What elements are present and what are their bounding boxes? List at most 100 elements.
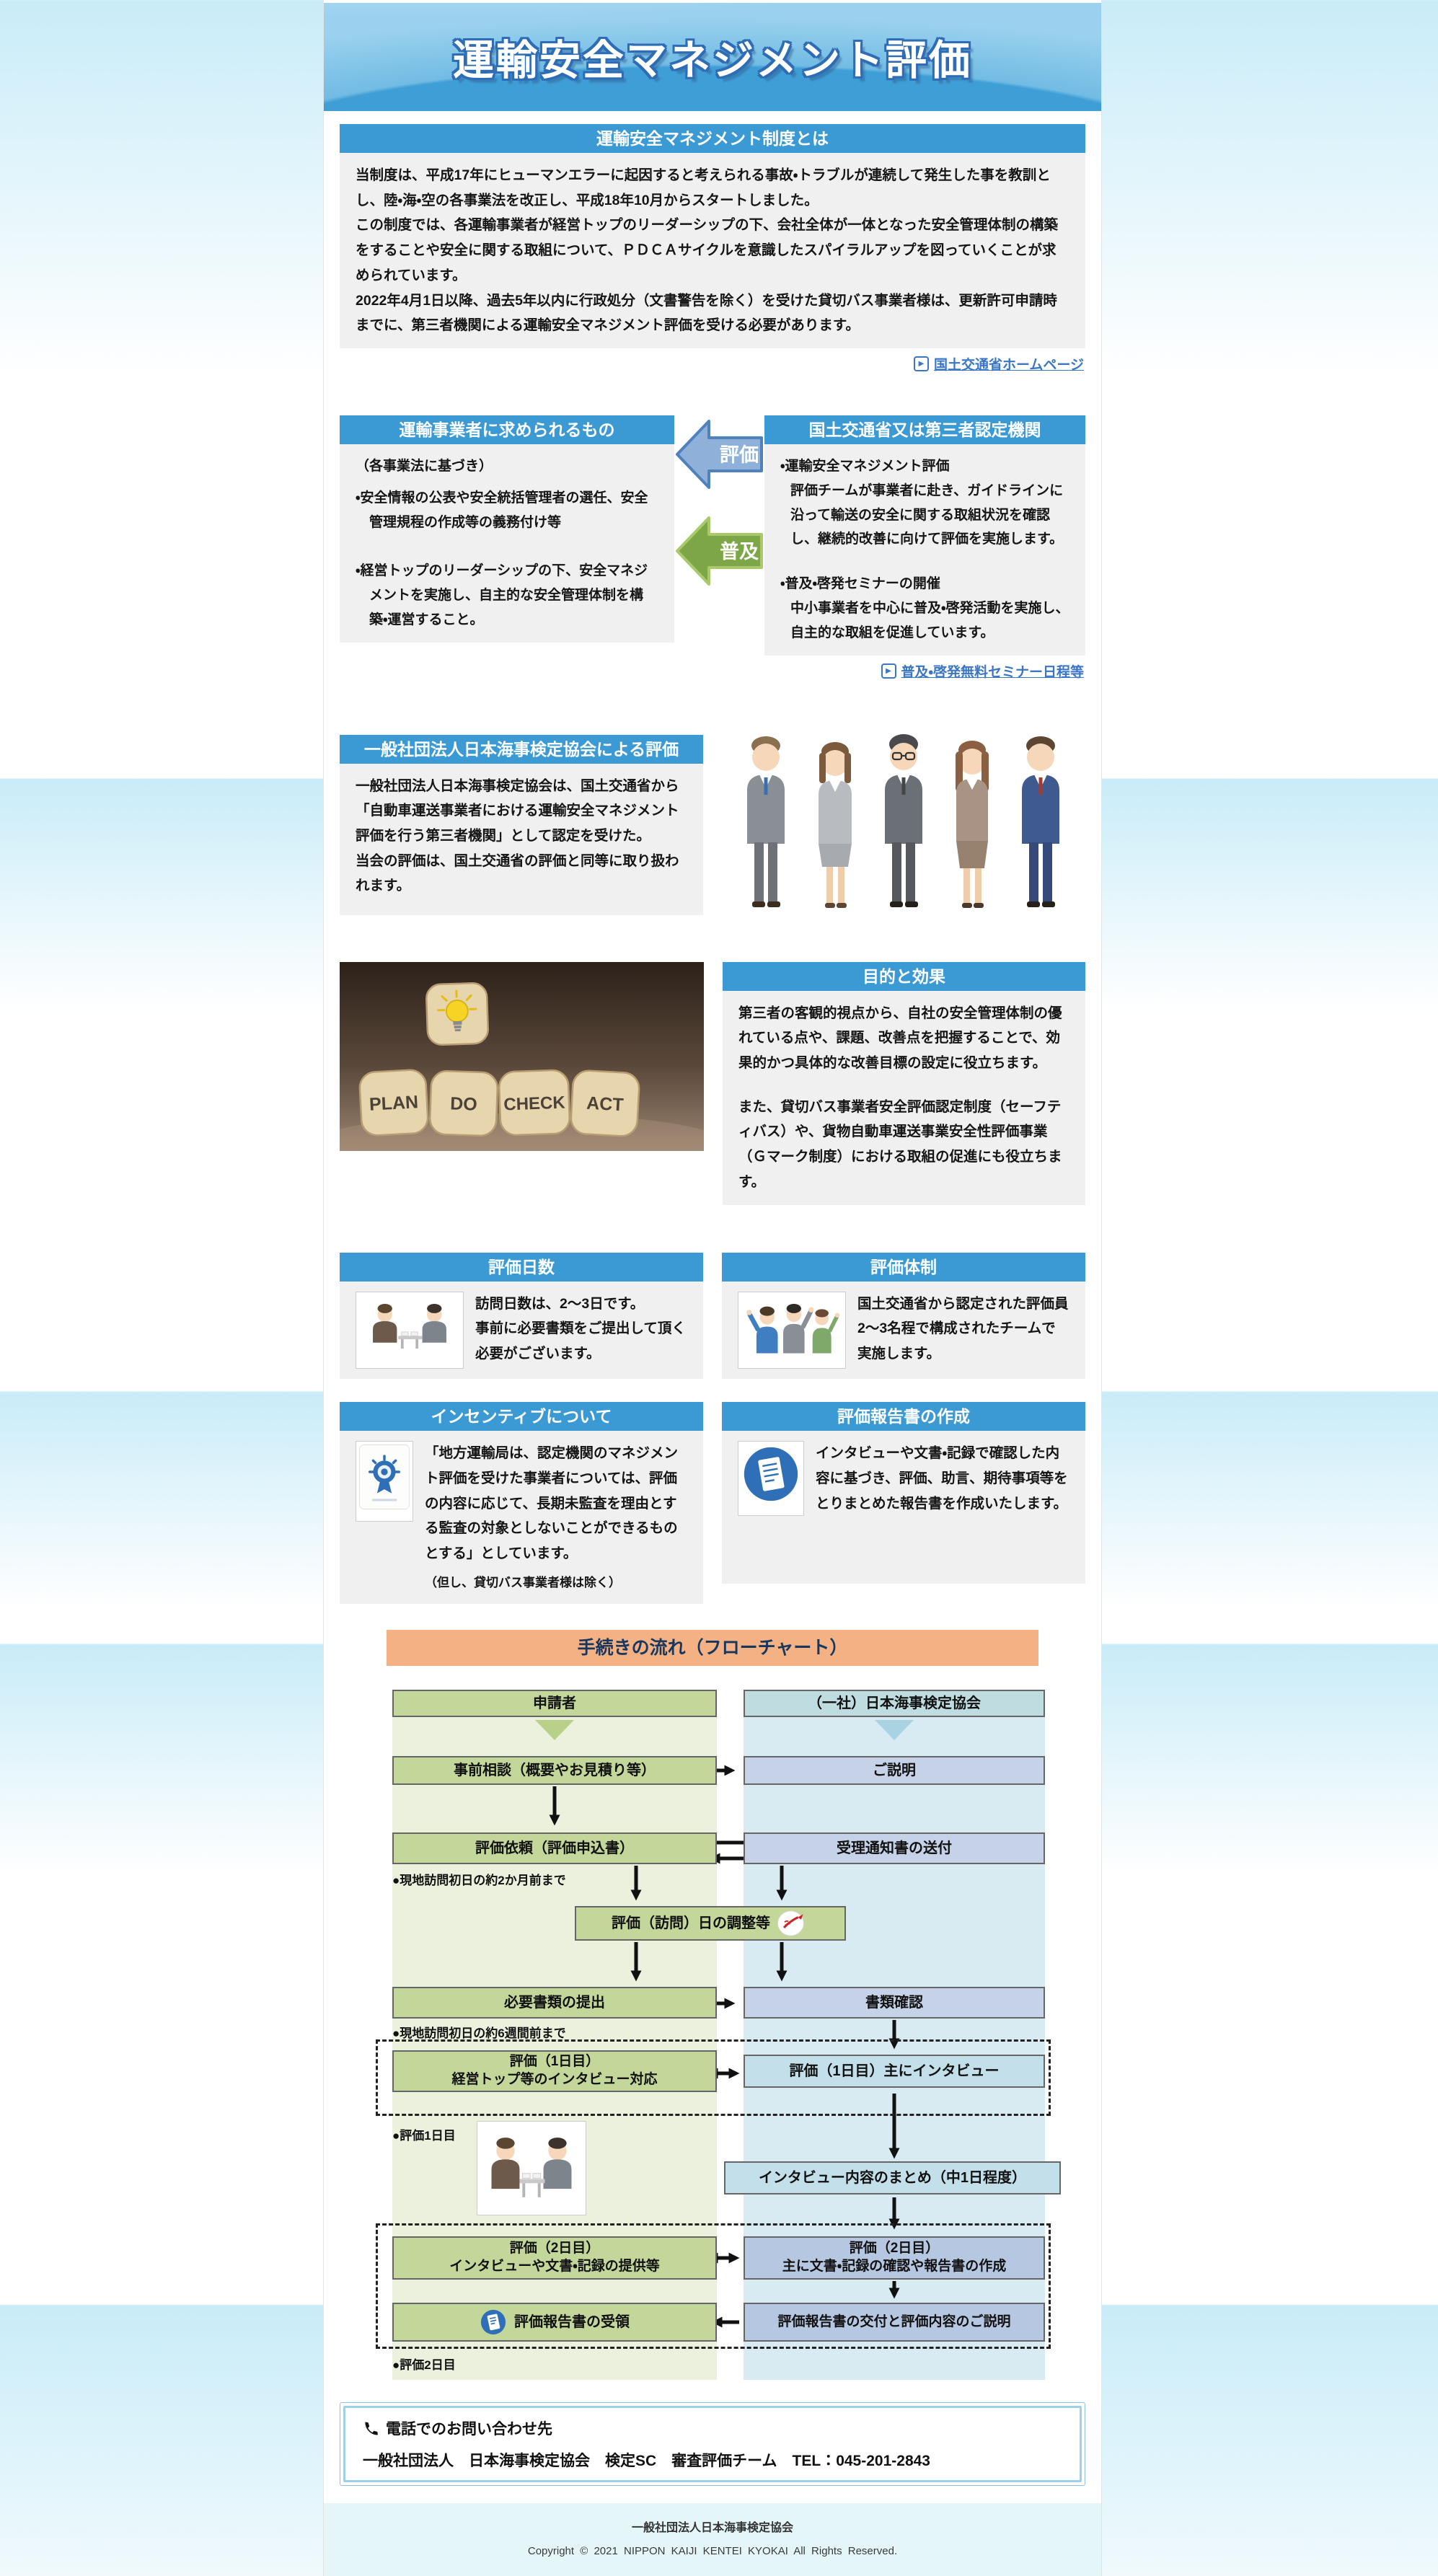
- section-authority-body: ・運輸安全マネジメント評価 評価チームが事業者に赴き、ガイドラインに沿って輸送の…: [764, 444, 1085, 656]
- section-nkkk-body: 一般社団法人日本海事検定協会は、国土交通省から「自動車運送事業者における運輸安全…: [340, 764, 703, 915]
- section-report: 評価報告書の作成: [722, 1402, 1085, 1604]
- receive-document-icon: [480, 2308, 507, 2336]
- authority-item-body: 評価チームが事業者に赴き、ガイドラインに沿って輸送の安全に関する取組状況を確認し…: [780, 479, 1069, 552]
- pdca-block-label: PLAN: [369, 1092, 418, 1115]
- flow-box-day2-left-line2: インタビューや文書・記録の提供等: [449, 2258, 659, 2276]
- flowchart-body: 申請者 （一社）日本海事検定協会 事前相談（概要やお見積り等） ご説明 評価依頼…: [340, 1677, 1085, 2391]
- nkkk-row: 一般社団法人日本海事検定協会による評価 一般社団法人日本海事検定協会は、国土交通…: [340, 735, 1085, 919]
- section-required-body: （各事業法に基づき） ・安全情報の公表や安全統括管理者の選任、安全管理規程の作成…: [340, 444, 674, 643]
- authority-item-body: 中小事業者を中心に普及・啓発活動を実施し、自主的な取組を促進しています。: [780, 596, 1069, 645]
- section-purpose-heading: 目的と効果: [723, 962, 1085, 991]
- days-team-row: 評価日数 訪問日数は、2～3日: [340, 1253, 1085, 1380]
- days-text: 訪問日数は、2～3日です。 事前に必要書類をご提出して頂く必要がございます。: [475, 1292, 687, 1367]
- incentive-note: （但し、貸切バス事業者様は除く）: [425, 1572, 687, 1594]
- down-triangle-icon: [535, 1720, 574, 1740]
- flow-box-day1-right: 評価（1日目）主にインタビュー: [744, 2055, 1045, 2088]
- flow-note-day2: ●評価2日目: [392, 2355, 456, 2373]
- flow-box-day2-left: 評価（2日目） インタビューや文書・記録の提供等: [392, 2236, 717, 2280]
- incentive-text: 「地方運輸局は、認定機関のマネジメント評価を受けた事業者については、評価の内容に…: [425, 1441, 687, 1594]
- section-nkkk-heading: 一般社団法人日本海事検定協会による評価: [340, 735, 703, 764]
- flow-box-acceptance: 受理通知書の送付: [744, 1832, 1045, 1864]
- evaluation-arrow: 評価: [674, 415, 764, 493]
- page-title: 運輸安全マネジメント評価: [453, 27, 972, 87]
- section-team-heading: 評価体制: [722, 1253, 1085, 1282]
- flow-box-explain: ご説明: [744, 1756, 1045, 1785]
- external-link-icon: ▶: [914, 356, 929, 371]
- purpose-paragraph: また、貸切バス事業者安全評価認定制度（セーフティバス）や、貨物自動車運送事業安全…: [738, 1095, 1069, 1195]
- site-footer: 一般社団法人日本海事検定協会 Copyright © 2021 NIPPON K…: [324, 2503, 1101, 2576]
- flow-box-day1-left-line1: 評価（1日目）: [510, 2053, 600, 2071]
- roles-row: 運輸事業者に求められるもの （各事業法に基づき） ・安全情報の公表や安全統括管理…: [340, 415, 1085, 656]
- section-days-body: 訪問日数は、2～3日です。 事前に必要書類をご提出して頂く必要がございます。: [340, 1282, 703, 1380]
- purpose-row: PLAN DO CHECK ACT: [340, 962, 1085, 1205]
- certificate-badge-icon: [356, 1441, 413, 1522]
- flow-box-day1-left-line2: 経営トップ等のインタビュー対応: [451, 2071, 657, 2089]
- flow-box-summary: インタビュー内容のまとめ（中1日程度）: [724, 2161, 1061, 2195]
- evaluation-arrow-label: 評価: [720, 444, 759, 466]
- section-days: 評価日数 訪問日数は、2～3日: [340, 1253, 703, 1380]
- business-people-illustration: [721, 717, 1085, 919]
- flow-box-day2-left-line1: 評価（2日目）: [510, 2240, 600, 2258]
- flow-box-schedule: 評価（訪問）日の調整等: [575, 1906, 846, 1941]
- flow-note-two-months: ●現地訪問初日の約2か月前まで: [392, 1870, 566, 1888]
- section-purpose-body: 第三者の客観的視点から、自社の安全管理体制の優れている点や、課題、改善点を把握す…: [723, 991, 1085, 1205]
- section-incentive: インセンティブについて: [340, 1402, 703, 1604]
- spread-arrow-label: 普及: [720, 540, 759, 563]
- pdca-block-label: DO: [450, 1093, 477, 1114]
- incentive-body-text: 「地方運輸局は、認定機関のマネジメント評価を受けた事業者については、評価の内容に…: [425, 1445, 678, 1561]
- contact-box: 電話でのお問い合わせ先 一般社団法人 日本海事検定協会 検定SC 審査評価チーム…: [340, 2402, 1085, 2486]
- authority-item-title: ・普及・啓発セミナーの開催: [780, 576, 940, 591]
- flow-note-day1: ●評価1日目: [392, 2125, 456, 2143]
- about-paragraph: 当制度は、平成17年にヒューマンエラーに起因すると考えられる事故・トラブルが連続…: [356, 163, 1069, 213]
- section-incentive-body: 「地方運輸局は、認定機関のマネジメント評価を受けた事業者については、評価の内容に…: [340, 1431, 703, 1604]
- flow-box-receive: 評価報告書の受領: [392, 2303, 717, 2342]
- authority-item-title: ・運輸安全マネジメント評価: [780, 459, 949, 474]
- team-text: 国土交通省から認定された評価員2～3名程で構成されたチームで実施します。: [857, 1292, 1069, 1367]
- about-paragraph: この制度では、各運輸事業者が経営トップのリーダーシップの下、会社全体が一体となっ…: [356, 213, 1069, 288]
- required-item: ・経営トップのリーダーシップの下、安全マネジメントを実施し、自主的な安全管理体制…: [356, 559, 658, 632]
- about-paragraph: 2022年4月1日以降、過去5年以内に行政処分（文書警告を除く）を受けた貸切バス…: [356, 288, 1069, 338]
- required-item: ・安全情報の公表や安全統括管理者の選任、安全管理規程の作成等の義務付け等: [356, 486, 658, 535]
- spread-arrow: 普及: [674, 512, 764, 590]
- seminar-link-row: ▶ 普及・啓発無料セミナー日程等: [340, 661, 1084, 681]
- section-days-heading: 評価日数: [340, 1253, 703, 1282]
- footer-copyright: Copyright © 2021 NIPPON KAIJI KENTEI KYO…: [324, 2545, 1101, 2557]
- section-about-body: 当制度は、平成17年にヒューマンエラーに起因すると考えられる事故・トラブルが連続…: [340, 153, 1085, 348]
- section-about: 運輸安全マネジメント制度とは 当制度は、平成17年にヒューマンエラーに起因すると…: [340, 124, 1085, 348]
- section-required-heading: 運輸事業者に求められるもの: [340, 415, 674, 444]
- mlit-homepage-link[interactable]: 国土交通省ホームページ: [934, 354, 1084, 374]
- section-required: 運輸事業者に求められるもの （各事業法に基づき） ・安全情報の公表や安全統括管理…: [340, 415, 674, 656]
- section-authority: 国土交通省又は第三者認定機関 ・運輸安全マネジメント評価 評価チームが事業者に赴…: [764, 415, 1085, 656]
- flow-box-consult: 事前相談（概要やお見積り等）: [392, 1756, 717, 1785]
- flowchart-heading: 手続きの流れ（フローチャート）: [387, 1630, 1038, 1666]
- section-team-body: 国土交通省から認定された評価員2～3名程で構成されたチームで実施します。: [722, 1282, 1085, 1380]
- pdca-block-label: ACT: [586, 1093, 625, 1115]
- section-incentive-heading: インセンティブについて: [340, 1402, 703, 1431]
- flow-box-day2-right: 評価（2日目） 主に文書・記録の確認や報告書の作成: [744, 2236, 1045, 2280]
- section-report-body: インタビューや文書・記録で確認した内容に基づき、評価、助言、期待事項等をとりまと…: [722, 1431, 1085, 1584]
- flow-box-day2-right-line1: 評価（2日目）: [850, 2240, 940, 2258]
- days-line: 事前に必要書類をご提出して頂く必要がございます。: [475, 1316, 687, 1366]
- mlit-link-row: ▶ 国土交通省ホームページ: [340, 354, 1084, 374]
- flow-col-header-agency: （一社）日本海事検定協会: [744, 1690, 1045, 1717]
- flow-note-six-weeks: ●現地訪問初日の約6週間前まで: [392, 2023, 566, 2041]
- flow-box-day1-left: 評価（1日目） 経営トップ等のインタビュー対応: [392, 2050, 717, 2092]
- contact-heading: 電話でのお問い合わせ先: [386, 2417, 552, 2439]
- section-purpose: 目的と効果 第三者の客観的視点から、自社の安全管理体制の優れている点や、課題、改…: [723, 962, 1085, 1205]
- external-link-icon: ▶: [881, 663, 896, 679]
- flowchart-section: 手続きの流れ（フローチャート）: [340, 1630, 1085, 2391]
- nkkk-paragraph: 当会の評価は、国土交通省の評価と同等に取り扱われます。: [356, 849, 687, 899]
- section-report-heading: 評価報告書の作成: [722, 1402, 1085, 1431]
- meeting-illustration: [356, 1292, 464, 1369]
- flow-box-doc-check: 書類確認: [744, 1987, 1045, 2019]
- section-about-heading: 運輸安全マネジメント制度とは: [340, 124, 1085, 153]
- flow-box-receive-label: 評価報告書の受領: [514, 2313, 630, 2332]
- flow-box-schedule-label: 評価（訪問）日の調整等: [612, 1914, 770, 1933]
- interview-illustration: [477, 2121, 586, 2215]
- team-illustration: [738, 1292, 846, 1369]
- seminar-schedule-link[interactable]: 普及・啓発無料セミナー日程等: [901, 661, 1084, 681]
- nkkk-paragraph: 一般社団法人日本海事検定協会は、国土交通省から「自動車運送事業者における運輸安全…: [356, 774, 687, 849]
- relation-arrows: 評価 普及: [674, 415, 764, 656]
- down-triangle-icon: [875, 1720, 914, 1740]
- required-item-pre: ・経営トップのリーダーシップの下、: [356, 563, 579, 578]
